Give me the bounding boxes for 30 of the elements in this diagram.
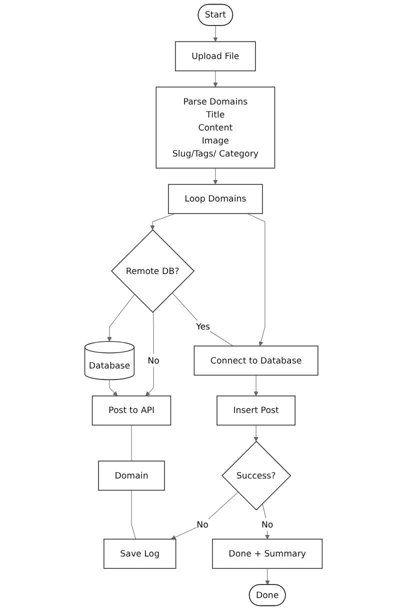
connector xyxy=(131,490,136,540)
node-box: Insert Post xyxy=(216,396,296,426)
arrow xyxy=(145,311,154,396)
node-box: Parse Domains Title Content Image Slug/Tags/ Category xyxy=(156,86,276,169)
node-diamond: Success? xyxy=(221,440,292,511)
arrow xyxy=(247,213,266,346)
connector xyxy=(172,292,234,346)
arrow xyxy=(213,168,218,185)
node-box: Domain xyxy=(98,460,165,491)
node-box: Upload File xyxy=(175,41,256,72)
arrow xyxy=(213,70,218,88)
node-box: Post to API xyxy=(92,396,172,426)
arrow xyxy=(109,379,118,396)
arrow xyxy=(170,492,238,540)
edge-label: No xyxy=(261,519,274,530)
node-box: Save Log xyxy=(104,538,176,569)
edge-label: Yes xyxy=(196,322,210,332)
connector xyxy=(131,424,132,462)
node-box: Loop Domains xyxy=(168,184,263,214)
arrow xyxy=(150,213,176,230)
arrow xyxy=(254,374,258,396)
edge-label: No xyxy=(148,355,160,366)
arrow xyxy=(265,568,270,586)
node-box: Done + Summary xyxy=(212,538,323,569)
node-box: Connect to Database xyxy=(194,346,318,376)
node-diamond: Remote DB? xyxy=(110,229,195,313)
arrow xyxy=(254,424,258,442)
edge-label: No xyxy=(196,519,208,530)
arrow xyxy=(107,294,135,342)
arrow xyxy=(213,25,218,42)
